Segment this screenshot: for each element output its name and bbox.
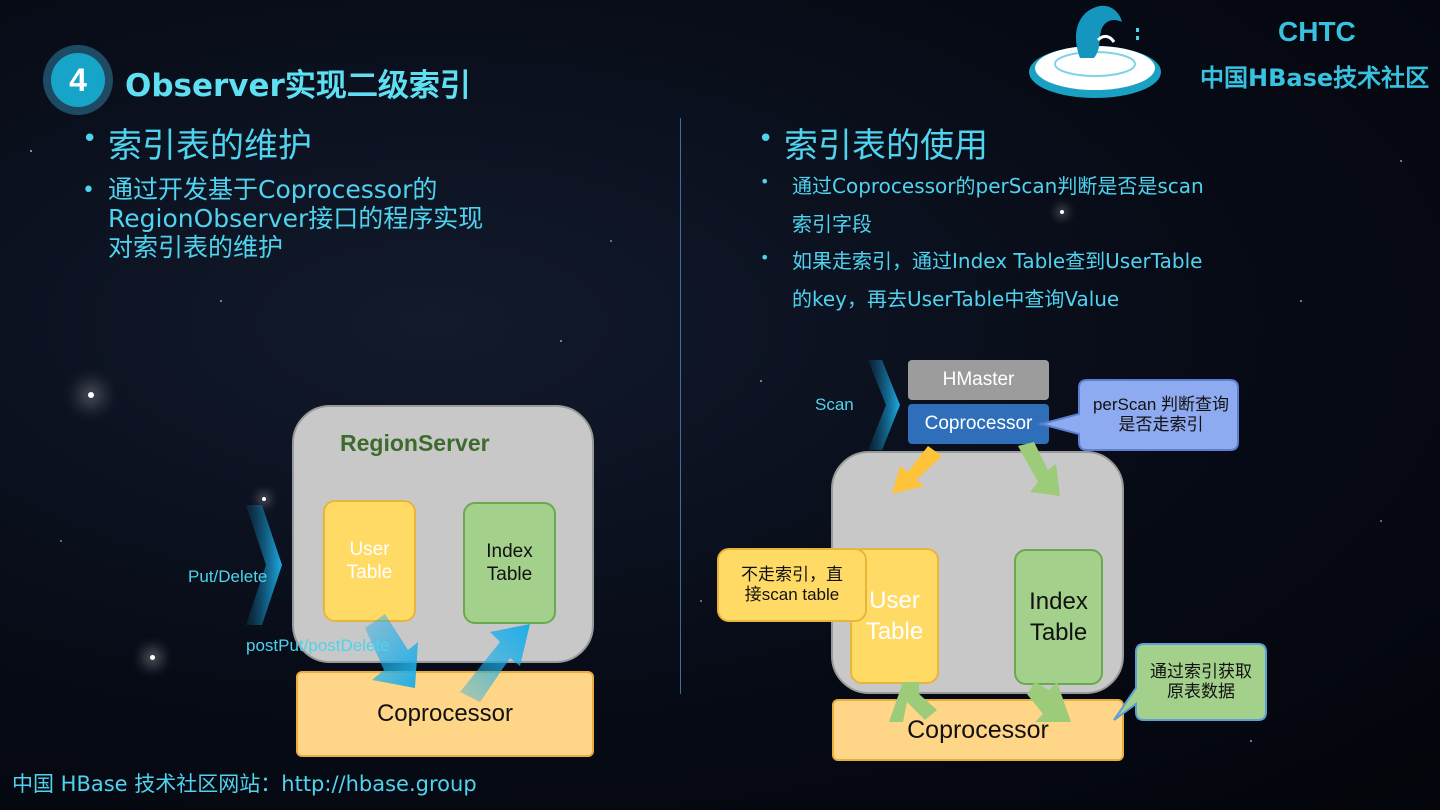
hmaster-label: HMaster [942, 369, 1015, 390]
coprocessor-label: Coprocessor [376, 700, 514, 727]
slide-title: Observer实现二级索引 [125, 68, 471, 104]
index-callout-shape [1113, 643, 1267, 721]
perscan-callout-shape [1037, 379, 1239, 451]
region-server-label: RegionServer [340, 430, 490, 456]
coprocessor-bottom-label: Coprocessor [907, 715, 1049, 744]
input-arrow-icon [246, 505, 282, 625]
scan-arrow-icon [868, 360, 900, 450]
footer-url: 中国 HBase 技术社区网站：http://hbase.group [12, 772, 477, 796]
coprocessor-box: Coprocessor [296, 671, 594, 757]
index-table-label-right: Index Table [1029, 588, 1088, 646]
brand-name-cn: 中国HBase技术社区 [1200, 64, 1430, 92]
put-delete-label: Put/Delete [188, 567, 268, 586]
perscan-callout: perScan 判断查询是否走索引 [1092, 395, 1230, 434]
coprocessor-bottom-box: Coprocessor [832, 699, 1124, 761]
user-table-label-right: User Table [865, 587, 924, 645]
section-number-badge: 4 [43, 45, 113, 115]
index-table-box: Index Table [463, 502, 556, 624]
column-divider [680, 118, 681, 694]
bullet-dot: • [760, 248, 770, 267]
direct-scan-callout: 不走索引，直接scan table [717, 548, 867, 622]
coprocessor-top-label: Coprocessor [924, 413, 1033, 434]
right-bullet-2: 如果走索引，通过Index Table查到UserTable的key，再去Use… [792, 249, 1203, 311]
user-table-box: User Table [323, 500, 416, 622]
user-table-label: User Table [346, 539, 393, 583]
bullet-dot: • [760, 172, 770, 191]
left-heading: 索引表的维护 [108, 126, 312, 166]
index-table-label: Index Table [486, 541, 533, 585]
index-table-box-right: Index Table [1014, 549, 1103, 685]
bullet-dot: • [82, 124, 98, 154]
scan-label: Scan [815, 395, 854, 414]
coprocessor-top-box: Coprocessor [908, 404, 1049, 444]
post-put-delete-label: postPut/postDelete [246, 636, 390, 655]
coprocessor-arrows-icon [892, 442, 1060, 496]
hook-arrows-icon [365, 614, 530, 702]
brand-name-en: CHTC [1278, 16, 1356, 47]
lower-arrows-icon [889, 682, 1071, 722]
bullet-dot: • [758, 124, 774, 154]
section-number: 4 [51, 53, 105, 107]
orca-logo-icon [1029, 5, 1161, 98]
index-data-callout: 通过索引获取原表数据 [1150, 662, 1252, 701]
hmaster-box: HMaster [908, 360, 1049, 400]
right-heading: 索引表的使用 [784, 126, 988, 166]
right-bullet-1: 通过Coprocessor的perScan判断是否是scan索引字段 [792, 174, 1204, 236]
bullet-dot: • [82, 178, 95, 203]
left-bullet: 通过开发基于Coprocessor的RegionObserver接口的程序实现对… [108, 175, 484, 262]
